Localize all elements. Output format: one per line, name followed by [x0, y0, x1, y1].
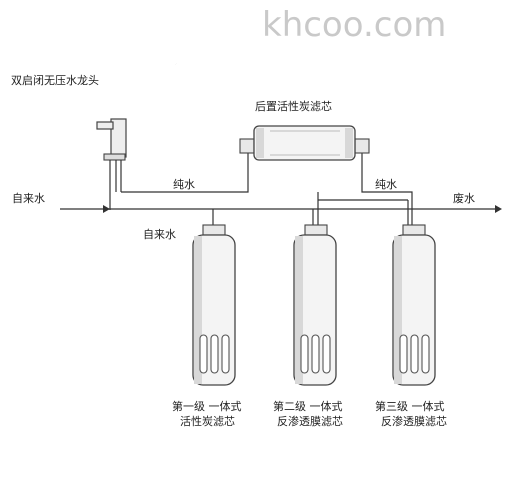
- filter-stage-2: [293, 224, 337, 386]
- pure-water-left-label: 纯水: [173, 178, 195, 191]
- stage-1-line2: 活性炭滤芯: [180, 414, 235, 428]
- stage-3-line1: 第三级 一体式: [375, 399, 445, 413]
- tap-water-lower-label: 自来水: [143, 228, 176, 241]
- stage-2-line1: 第二级 一体式: [273, 399, 343, 413]
- filter-stage-3: [392, 224, 436, 386]
- faucet-label: 双启闭无压水龙头: [11, 74, 99, 87]
- stage-1-line1: 第一级 一体式: [172, 399, 242, 413]
- waste-water-label: 废水: [453, 191, 475, 205]
- tap-water-label: 自来水: [12, 192, 45, 205]
- pure-water-line: [121, 150, 413, 225]
- filter-stage-1: [192, 224, 236, 386]
- post-filter-label: 后置活性炭滤芯: [255, 99, 332, 113]
- stage-2-line2: 反渗透膜滤芯: [277, 414, 343, 428]
- post-filter: [239, 125, 370, 161]
- watermark: khcoo.com: [262, 5, 446, 45]
- pure-water-right-label: 纯水: [375, 178, 397, 191]
- tap-water-line: [60, 205, 502, 213]
- stage-3-line2: 反渗透膜滤芯: [381, 414, 447, 428]
- faucet-icon: [96, 29, 178, 210]
